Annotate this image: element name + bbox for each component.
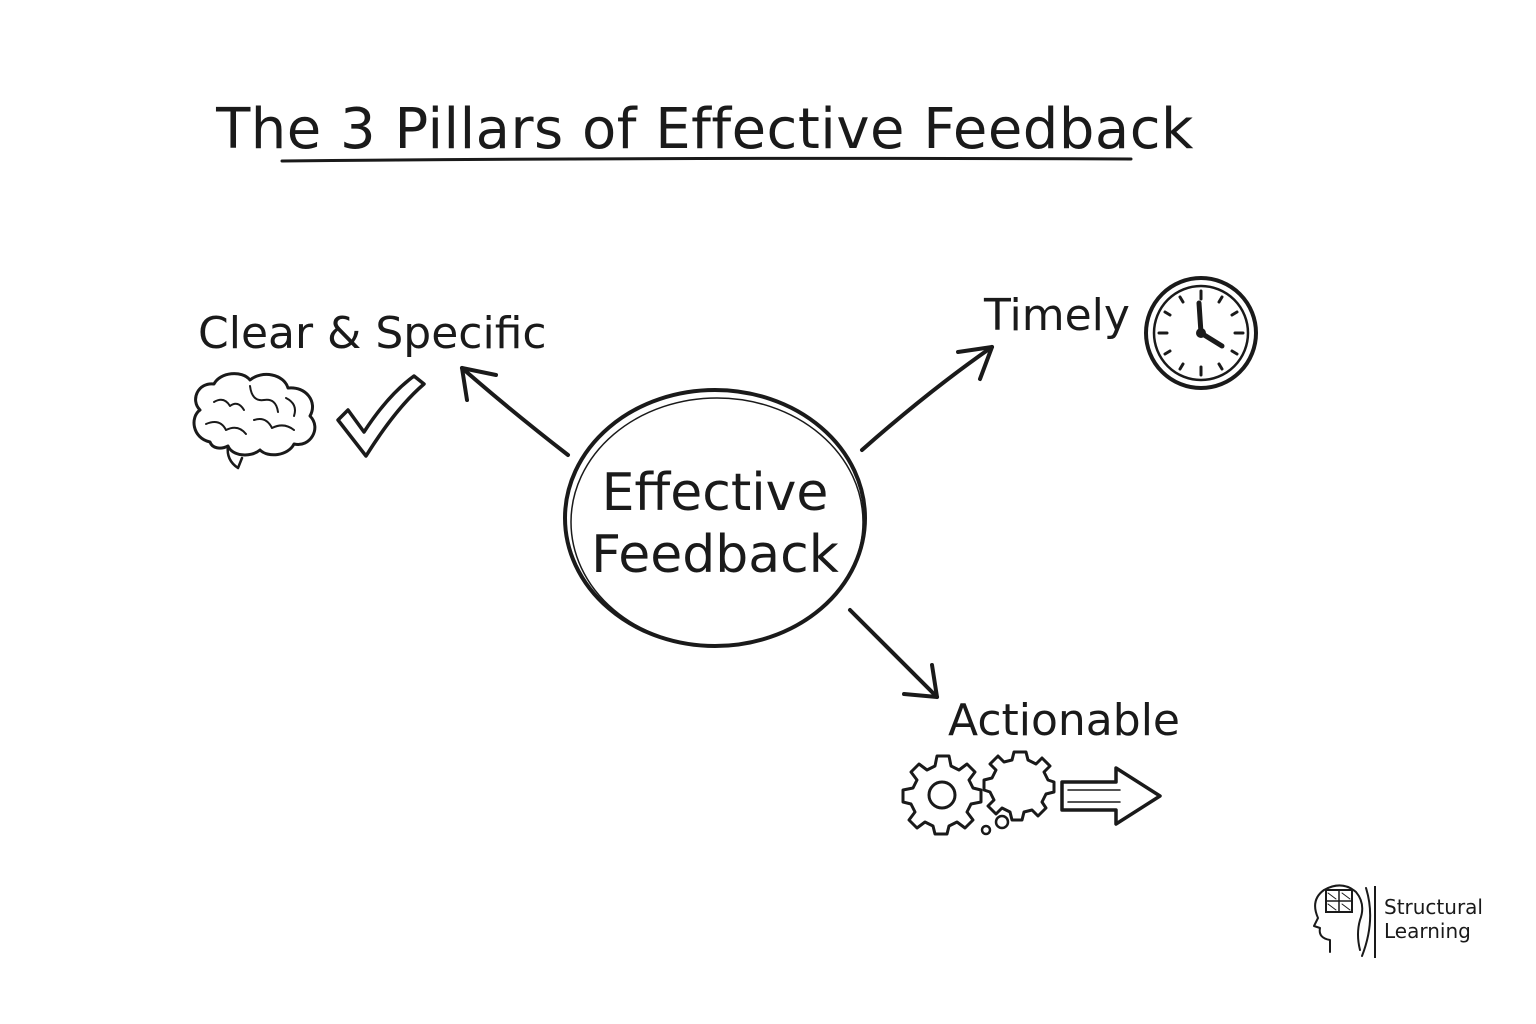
gear-thought-icon [980,750,1056,836]
page-title: The 3 Pillars of Effective Feedback [215,97,1194,162]
center-label-line2: Feedback [591,525,839,585]
right-arrow-icon [1060,766,1162,826]
arrow-to-clear-specific [460,366,570,457]
arrow-to-timely [860,345,994,452]
brand-name-line1: Structural [1384,895,1483,919]
brand-name-line2: Learning [1384,919,1471,943]
clock-icon [1144,276,1258,390]
arrow-to-actionable [848,608,939,699]
center-ellipse-inner [570,397,864,647]
pillar-label-clear-specific: Clear & Specific [198,308,547,359]
brand-logo: Structural Learning [1313,884,1483,958]
title-underline [280,156,1133,163]
pillar-label-timely: Timely [983,290,1130,341]
gear-icon [901,754,983,836]
head-puzzle-logo-icon [1313,884,1372,957]
center-label-line1: Effective [602,463,829,523]
center-node: Effective Feedback [563,388,867,648]
pillar-label-actionable: Actionable [948,695,1180,746]
brain-icon [192,372,317,470]
checkmark-icon [336,374,426,458]
